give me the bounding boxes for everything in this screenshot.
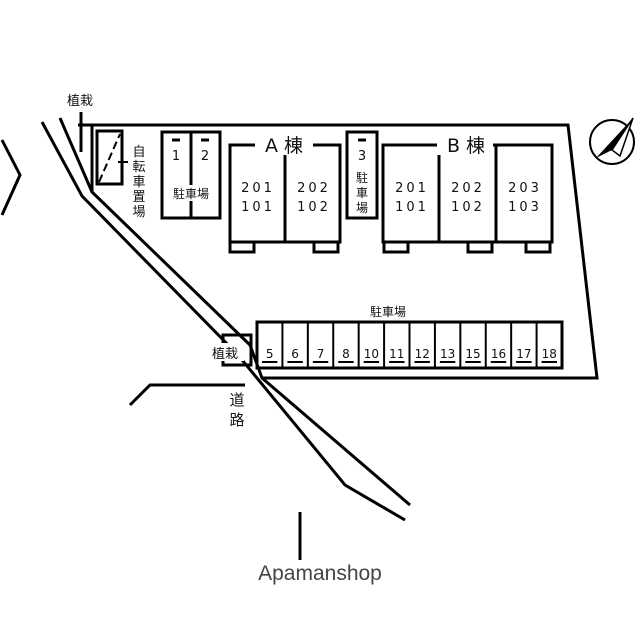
bicycle-parking-box xyxy=(95,129,124,186)
parking-space-number: 15 xyxy=(465,347,480,361)
parking-spaces-bottom: 5 6 7 8 10 11 12 13 15 16 17 18 xyxy=(255,320,564,370)
unit-101: 101 xyxy=(241,200,275,215)
svg-text:転: 転 xyxy=(132,160,145,175)
building-a-label: A 棟 xyxy=(265,135,303,157)
building-b: B 棟 201 101 202 102 203 103 xyxy=(381,135,554,254)
parking-space-number: 18 xyxy=(542,347,557,361)
parking-space: 7 xyxy=(306,322,329,368)
parking-space: 12 xyxy=(408,322,430,368)
road-label-1: 道 xyxy=(229,391,244,409)
parking-spaces-1-2: 1 2 駐車場 xyxy=(160,130,222,220)
svg-text:103: 103 xyxy=(508,200,542,215)
planting-bottom-label: 植栽 xyxy=(212,346,238,362)
parking-space-number: 16 xyxy=(491,347,506,361)
parking-space: 8 xyxy=(332,322,354,368)
parking-space-number: 8 xyxy=(342,347,350,361)
bicycle-parking-label: 自 転 車 置 場 xyxy=(132,145,145,220)
svg-text:場: 場 xyxy=(132,205,145,220)
parking-space-number: 17 xyxy=(516,347,531,361)
planting-top-label: 植栽 xyxy=(67,93,93,109)
parking-space: 17 xyxy=(510,322,532,368)
parking-space-number: 6 xyxy=(291,347,299,361)
bottom-parking-label: 駐車場 xyxy=(370,304,406,319)
parking-space: 11 xyxy=(383,322,405,368)
svg-text:置: 置 xyxy=(132,190,145,205)
bottom-road-edge xyxy=(128,383,245,407)
parking-space: 10 xyxy=(357,322,380,368)
parking-space: 18 xyxy=(535,322,557,368)
parking-space: 15 xyxy=(459,322,481,368)
watermark: Apamanshop xyxy=(258,562,382,585)
lot-boundary xyxy=(78,123,599,380)
building-a: A 棟 201 101 202 102 xyxy=(228,135,342,254)
svg-text:102: 102 xyxy=(451,200,485,215)
parking-space-number: 7 xyxy=(317,347,325,361)
svg-text:自: 自 xyxy=(132,145,145,160)
parking-space: 13 xyxy=(433,322,456,368)
svg-text:駐: 駐 xyxy=(356,170,368,185)
parking-space-number: 11 xyxy=(389,347,404,361)
parking-space: 16 xyxy=(484,322,507,368)
road-label-2: 路 xyxy=(229,411,244,429)
parking-space-number: 12 xyxy=(415,347,430,361)
parking-label: 駐車場 xyxy=(173,186,209,201)
unit-102: 102 xyxy=(297,200,331,215)
svg-text:場: 場 xyxy=(356,201,368,215)
building-b-label: B 棟 xyxy=(447,135,485,157)
unit-202: 202 xyxy=(297,181,331,196)
parking-space-3: 3 駐 車 場 xyxy=(345,130,379,220)
svg-text:201: 201 xyxy=(395,181,429,196)
parking-space-number: 13 xyxy=(440,347,455,361)
neighbor-boundary xyxy=(0,139,22,216)
parking-space-number: 10 xyxy=(364,347,379,361)
svg-text:203: 203 xyxy=(508,181,542,196)
svg-text:車: 車 xyxy=(132,175,145,190)
parking-space-number: 5 xyxy=(266,347,274,361)
parking-space: 6 xyxy=(281,322,303,368)
unit-201: 201 xyxy=(241,181,275,196)
svg-text:車: 車 xyxy=(356,186,368,200)
svg-text:202: 202 xyxy=(451,181,485,196)
north-arrow-icon xyxy=(589,117,635,165)
svg-text:3: 3 xyxy=(358,149,366,164)
parking-space: 5 xyxy=(262,347,278,363)
parking-space-1: 1 xyxy=(172,149,180,164)
svg-text:101: 101 xyxy=(395,200,429,215)
parking-space-2: 2 xyxy=(201,149,209,164)
